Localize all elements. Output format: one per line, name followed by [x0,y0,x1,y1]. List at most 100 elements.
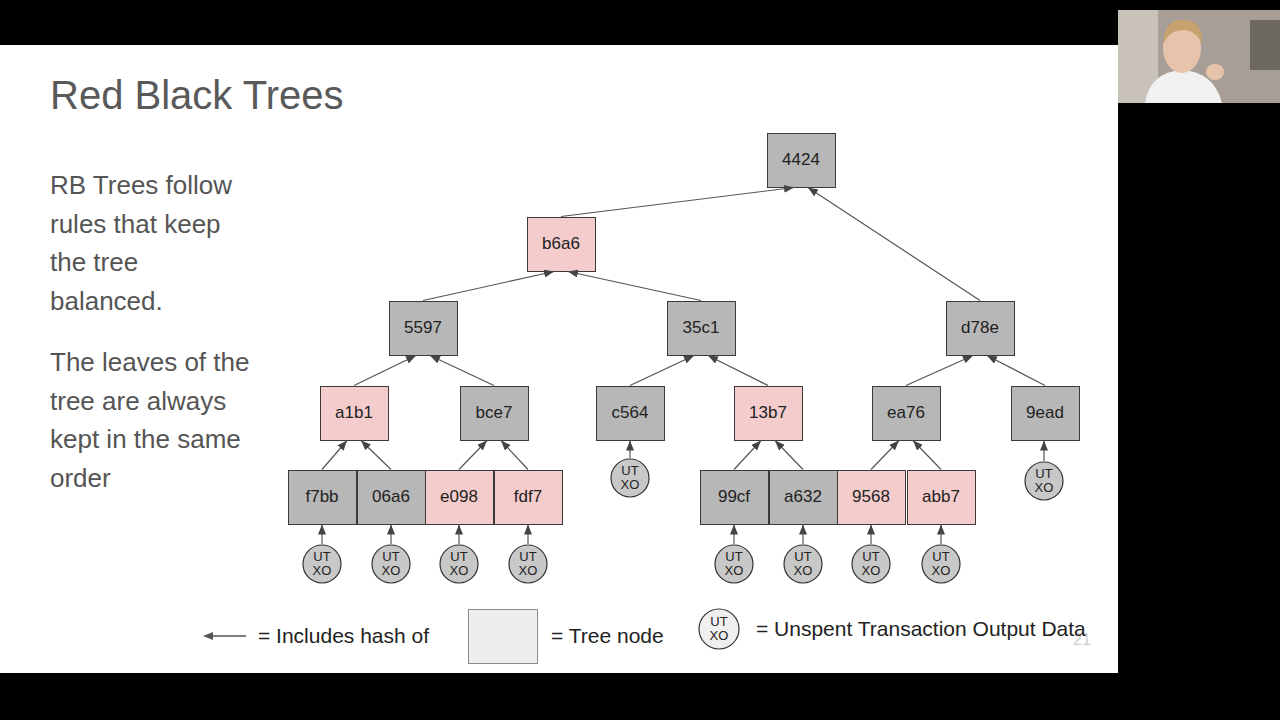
utxo-label: UT XO [515,550,541,578]
webcam-hand [1206,64,1224,80]
tree-node-box: b6a6 [527,217,596,272]
utxo-label: UT XO [309,550,335,578]
hash-arrow [501,441,528,470]
hash-arrow [527,525,528,545]
hash-label: abb7 [922,487,960,507]
hash-arrow [775,441,803,470]
hash-arrow [561,188,794,217]
tree-node-box: 06a6 [357,470,426,525]
hash-arrow [361,441,391,470]
hash-arrow [430,356,494,386]
utxo-label: UT XO [790,550,816,578]
tree-node-box: abb7 [907,470,976,525]
webcam-hair [1163,20,1202,44]
hash-arrow [459,441,487,470]
hash-label: fdf7 [514,487,542,507]
hash-label: d78e [961,318,999,338]
utxo-circle-shape [699,609,739,649]
slide-area [0,45,1118,673]
hash-label: c564 [612,403,649,423]
hash-arrow [808,188,980,301]
utxo-label: UT XO [721,550,747,578]
utxo-circle: UT XO [439,544,479,584]
utxo-circle: UT XO [714,544,754,584]
hash-arrow [913,441,941,470]
webcam-door [1250,20,1280,70]
utxo-circle: UT XO [371,544,411,584]
tree-node-box: d78e [946,301,1015,356]
hash-arrow [734,441,761,470]
hash-arrow [568,272,701,301]
tree-node-box: 4424 [767,133,836,188]
tree-node-box: e098 [425,470,494,525]
webcam-frame [1118,10,1280,103]
legend-arrow-head [203,632,213,640]
hash-label: a1b1 [335,403,373,423]
utxo-circle-shape [372,545,410,583]
hash-label: 35c1 [683,318,720,338]
utxo-circle: UT XO [302,544,342,584]
tree-node-box: 5597 [389,301,458,356]
hash-arrow [423,272,554,301]
tree-node-box: fdf7 [494,470,563,525]
tree-node-box: f7bb [288,470,357,525]
hash-arrow [1043,441,1044,462]
tree-node-box: a1b1 [320,386,389,441]
utxo-label: UT XO [1031,467,1057,495]
utxo-circle-shape [611,459,649,497]
utxo-circle: UT XO [508,544,548,584]
hash-label: bce7 [476,403,513,423]
utxo-circle: UT XO [921,544,961,584]
utxo-label: UT XO [706,615,732,643]
hash-label: a632 [784,487,822,507]
hash-label: 9ead [1026,403,1064,423]
legend-text: = Tree node [551,624,664,648]
tree-node-box: c564 [596,386,665,441]
utxo-circle: UT XO [698,608,740,650]
tree-node-box: 9ead [1011,386,1080,441]
hash-label: 99cf [718,487,750,507]
hash-arrow [802,525,803,545]
hash-arrow [322,441,347,470]
hash-arrow [354,356,416,386]
utxo-label: UT XO [446,550,472,578]
utxo-circle-shape [922,545,960,583]
legend-swatch [468,609,538,664]
hash-label: b6a6 [542,234,580,254]
tree-node-box: 9568 [837,470,906,525]
hash-label: f7bb [305,487,338,507]
hash-arrow [987,356,1045,386]
tree-node-box: 13b7 [734,386,803,441]
utxo-circle-shape [852,545,890,583]
hash-arrow [458,525,459,545]
tree-node-box: a632 [769,470,838,525]
hash-label: 5597 [404,318,442,338]
utxo-circle-shape [509,545,547,583]
hash-arrow [940,525,941,545]
hash-label: e098 [440,487,478,507]
utxo-label: UT XO [928,550,954,578]
hash-arrow [321,525,322,545]
utxo-label: UT XO [378,550,404,578]
utxo-circle: UT XO [783,544,823,584]
tree-node-box: ea76 [872,386,941,441]
hash-label: 4424 [782,150,820,170]
hash-arrow [733,525,734,545]
utxo-circle: UT XO [1024,461,1064,501]
legend-arrow-sample [203,632,246,640]
hash-label: ea76 [887,403,925,423]
tree-node-box: bce7 [460,386,529,441]
utxo-circle-shape [1025,462,1063,500]
hash-arrow [629,441,630,459]
utxo-circle-shape [715,545,753,583]
slide-title: Red Black Trees [50,72,343,118]
utxo-label: UT XO [617,464,643,492]
utxo-circle-shape [303,545,341,583]
hash-label: 9568 [852,487,890,507]
hash-arrow [870,525,871,545]
utxo-circle: UT XO [851,544,891,584]
legend-text: = Unspent Transaction Output Data [756,617,1086,641]
utxo-label: UT XO [858,550,884,578]
legend-text: = Includes hash of [258,624,429,648]
